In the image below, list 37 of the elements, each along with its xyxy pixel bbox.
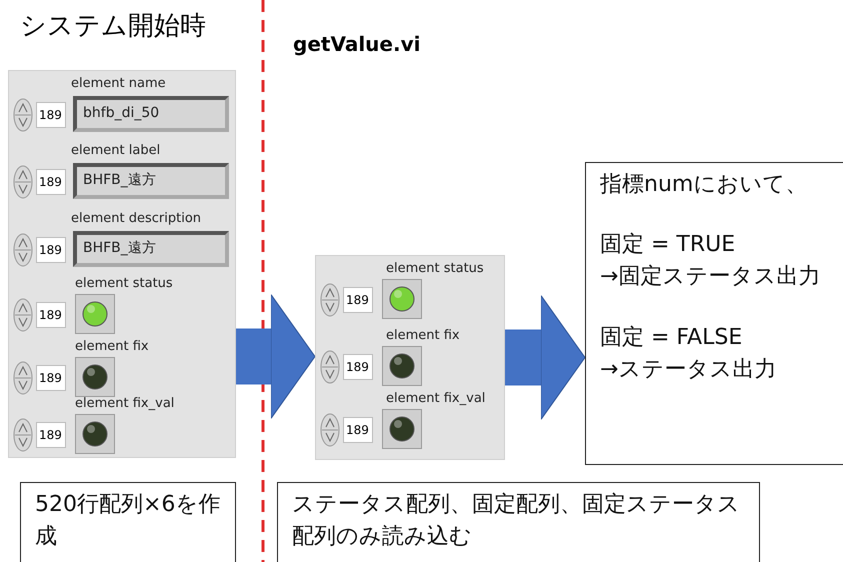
block-arrow	[505, 295, 586, 420]
box-text: 固定 = TRUE	[600, 231, 736, 260]
box-text: →ステータス出力	[600, 356, 778, 384]
control-label: element fix	[75, 339, 149, 354]
box-text: 520行配列×6を作成	[35, 491, 221, 551]
control-label: element status	[386, 261, 484, 276]
index-field: 189	[36, 237, 66, 263]
index-field: 189	[36, 302, 66, 328]
string-indicator: bhfb_di_50	[73, 96, 229, 132]
control-label: element status	[75, 276, 173, 291]
block-arrow	[236, 294, 316, 419]
index-field: 189	[343, 354, 373, 380]
control-label: element description	[71, 211, 202, 226]
heading: システム開始時	[20, 10, 206, 43]
control-panel	[315, 255, 505, 460]
index-field: 189	[36, 102, 66, 128]
index-field: 189	[343, 287, 373, 313]
box-text: 固定 = FALSE	[600, 324, 744, 352]
index-field: 189	[343, 417, 373, 443]
string-indicator: BHFB_遠方	[73, 231, 229, 267]
index-field: 189	[36, 169, 66, 195]
text-box	[585, 162, 843, 465]
box-text: ステータス配列、固定配列、固定ステータス配列のみ読み込む	[292, 491, 741, 551]
control-label: element name	[71, 76, 166, 91]
control-label: element label	[71, 143, 160, 158]
string-indicator: BHFB_遠方	[73, 163, 229, 199]
box-text: 指標numにおいて、	[600, 171, 808, 199]
control-label: element fix_val	[386, 391, 486, 406]
index-field: 189	[36, 422, 66, 448]
text-box	[277, 482, 760, 562]
control-panel	[8, 70, 236, 458]
index-field: 189	[36, 365, 66, 391]
file-name-heading: getValue.vi	[293, 32, 420, 56]
text-box	[20, 482, 236, 562]
control-label: element fix_val	[75, 396, 174, 411]
box-text: →固定ステータス出力	[600, 263, 822, 292]
control-label: element fix	[386, 328, 460, 343]
